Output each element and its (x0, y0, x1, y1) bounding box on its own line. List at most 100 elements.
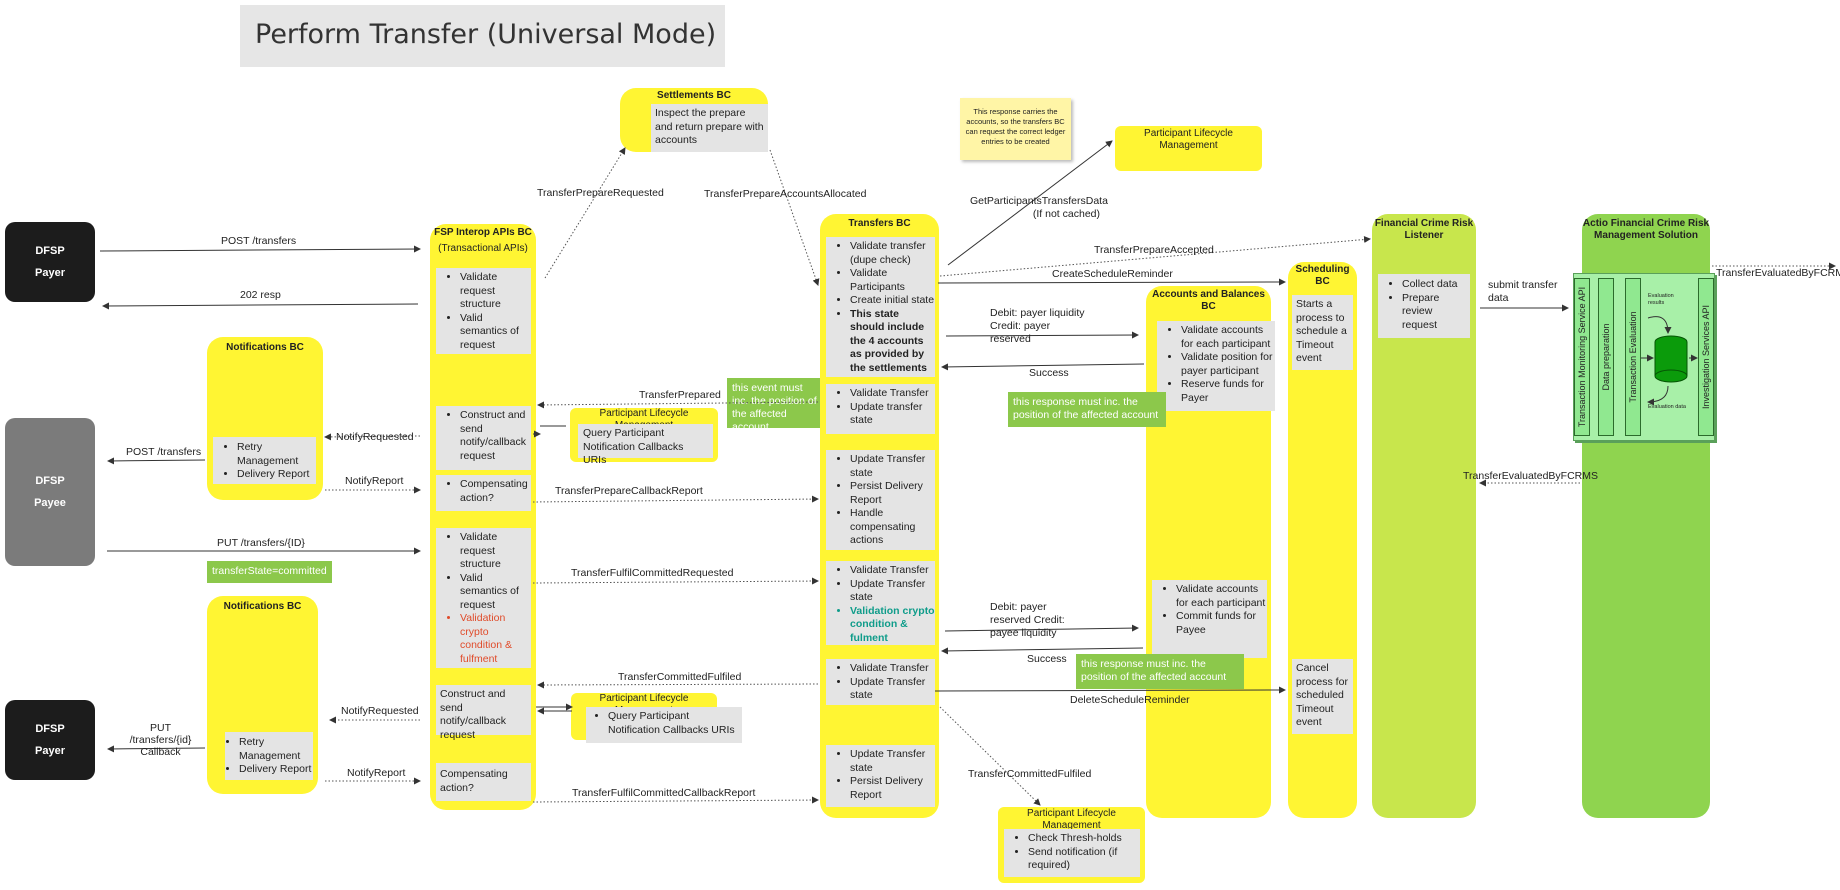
list-item: Validate Transfer (850, 387, 935, 401)
committed-note: transferState=committed (207, 561, 332, 583)
settlements-title: Settlements BC (657, 90, 731, 101)
actio-col-dp: Data preparation (1598, 278, 1614, 436)
list-item: Construct and send notify/callback reque… (460, 409, 531, 463)
list-item: Validate Participants (850, 267, 935, 294)
label-transfer-prepare-requested: TransferPrepareRequested (537, 187, 664, 199)
label-transfer-prepare-callback-report: TransferPrepareCallbackReport (555, 485, 703, 497)
label-transfer-fulfil-committed-callback-report: TransferFulfilCommittedCallbackReport (572, 787, 756, 799)
list-item: Retry Management (239, 736, 313, 763)
actio-col-isa: Investigation Services API (1698, 278, 1714, 436)
fcr-box: Collect dataPrepare review request (1378, 274, 1470, 338)
list-item: Valid semantics of request (460, 312, 531, 353)
notifications-title: Notifications BC (226, 342, 304, 353)
dfsp-payee: DFSP Payee (5, 418, 95, 566)
label-put-callback: PUT /transfers/{id} Callback (129, 722, 192, 758)
list-item-teal: Validation crypto condition & fulment (850, 605, 935, 646)
label-success-1: Success (1029, 367, 1069, 379)
list-item: Commit funds for Payee (1176, 610, 1267, 637)
list-item: Validate request structure (460, 271, 531, 312)
list-item: Validate Transfer (850, 662, 935, 676)
list-item: Update Transfer state (850, 578, 935, 605)
transfers-box-3: Update Transfer statePersist Delivery Re… (826, 450, 935, 550)
dfsp-payer-bottom: DFSP Payer (5, 700, 95, 780)
list-item-bold: This state should include the 4 accounts… (850, 308, 935, 376)
list-item-red: Validation crypto condition & fulfment (460, 612, 531, 666)
list-item: Validate position for payer participant (1181, 351, 1275, 378)
eval-results-label: Evaluation results (1648, 293, 1674, 306)
list-item: Delivery Report (239, 763, 313, 777)
plm-mid2-box: Query Participant Notification Callbacks… (586, 707, 742, 743)
settlements-text: Inspect the prepare and return prepare w… (655, 107, 764, 146)
diagram-title: Perform Transfer (Universal Mode) (255, 19, 717, 50)
list-item: Persist Delivery Report (850, 775, 935, 802)
transfers-title: Transfers BC (848, 218, 911, 229)
label-transfer-fulfil-committed-requested: TransferFulfilCommittedRequested (571, 567, 734, 579)
fcr-title: Financial Crime Risk Listener (1374, 218, 1474, 241)
plm-mid1-box: Query Participant Notification Callbacks… (578, 424, 713, 466)
label-transfer-prepare-accounts-allocated: TransferPrepareAccountsAllocated (704, 188, 867, 200)
list-item: Validate accounts for each participant (1176, 583, 1267, 610)
fsp-box5-text: Construct and send notify/callback reque… (440, 688, 506, 741)
list-item: Delivery Report (237, 468, 316, 482)
list-item: Validate transfer (dupe check) (850, 240, 935, 267)
plm-top-title: Participant Lifecycle Management (1144, 128, 1233, 151)
dfsp-label: DFSP (35, 723, 65, 735)
fsp-box-validate-1: Validate request structureValid semantic… (436, 268, 531, 354)
scheduling-box1-text: Starts a process to schedule a Timeout e… (1296, 298, 1347, 364)
fsp-box-construct-2: Construct and send notify/callback reque… (436, 685, 531, 741)
list-item: Create initial state (850, 294, 935, 308)
list-item: Prepare review request (1402, 292, 1470, 333)
label-transfer-evaluated-1: TransferEvaluatedByFCRMS (1716, 267, 1840, 279)
transfers-box-4: Validate TransferUpdate Transfer stateVa… (826, 561, 935, 645)
fsp-subtitle: (Transactional APIs) (438, 243, 528, 254)
notifications-top-box: Retry ManagementDelivery Report (213, 437, 316, 484)
notifications-bottom-box: Retry ManagementDelivery Report (225, 732, 313, 780)
plm-top: Participant Lifecycle Management (1115, 126, 1262, 171)
dfsp-payer-top: DFSP Payer (5, 222, 95, 302)
settlements-box: Inspect the prepare and return prepare w… (651, 104, 768, 152)
label-post-transfers-2: POST /transfers (126, 446, 202, 458)
list-item: Update Transfer state (850, 748, 935, 775)
label-transfer-evaluated-2: TransferEvaluatedByFCRMS (1463, 470, 1598, 482)
transfers-box-2: Validate TransferUpdate transfer state (826, 384, 935, 434)
scheduling-title: Scheduling BC (1295, 264, 1350, 287)
transfers-box-1: Validate transfer (dupe check)Validate P… (826, 237, 935, 377)
dfsp-role: Payer (35, 745, 65, 757)
response-position-note-2: this response must inc. the position of … (1076, 654, 1244, 689)
list-item: Check Thresh-holds (1028, 832, 1140, 846)
accounts-title: Accounts and Balances BC (1152, 289, 1265, 312)
notifications-title: Notifications BC (223, 601, 302, 612)
list-item: Reserve funds for Payer (1181, 378, 1275, 405)
dfsp-label: DFSP (35, 475, 65, 487)
eval-data-label: Evaluation data (1648, 404, 1686, 410)
accounts-box-1: Validate accounts for each participantVa… (1157, 321, 1275, 411)
committed-note-text: transferState=committed (212, 565, 327, 577)
plm-mid1-text: Query Participant Notification Callbacks… (583, 427, 684, 466)
label-success-2: Success (1027, 653, 1067, 665)
label-put-transfers-id: PUT /transfers/{ID} (217, 537, 305, 549)
label-notify-requested-1: NotifyRequested (336, 431, 414, 443)
list-item: Retry Management (237, 441, 316, 468)
dfsp-role: Payee (34, 497, 66, 509)
list-item: Send notification (if required) (1028, 846, 1140, 873)
scheduling-box2-text: Cancel process for scheduled Timeout eve… (1296, 662, 1348, 728)
list-item: Compensating action? (460, 478, 531, 505)
sticky-note-text: This response carries the accounts, so t… (965, 107, 1066, 146)
list-item: Valid semantics of request (460, 572, 531, 613)
event-position-note: this event must inc. the position of the… (727, 378, 822, 433)
database-icon (1654, 335, 1688, 383)
list-item: Validate Transfer (850, 564, 935, 578)
list-item: Validate request structure (460, 531, 531, 572)
list-item: Update Transfer state (850, 676, 935, 703)
actio-title: Actio Financial Crime Risk Management So… (1582, 218, 1710, 241)
fsp-box-validate-2: Validate request structureValid semantic… (436, 528, 531, 668)
label-notify-report-2: NotifyReport (347, 767, 406, 779)
dfsp-label: DFSP (35, 245, 65, 257)
transfers-box-6: Update Transfer statePersist Delivery Re… (826, 745, 935, 807)
dfsp-role: Payer (35, 267, 65, 279)
label-debit-credit-2: Debit: payer reserved Credit: payee liqu… (990, 601, 1065, 639)
label-transfer-prepared: TransferPrepared (639, 389, 721, 401)
label-transfer-committed-fulfiled-1: TransferCommittedFulfiled (618, 671, 742, 683)
label-notify-report-1: NotifyReport (345, 475, 404, 487)
